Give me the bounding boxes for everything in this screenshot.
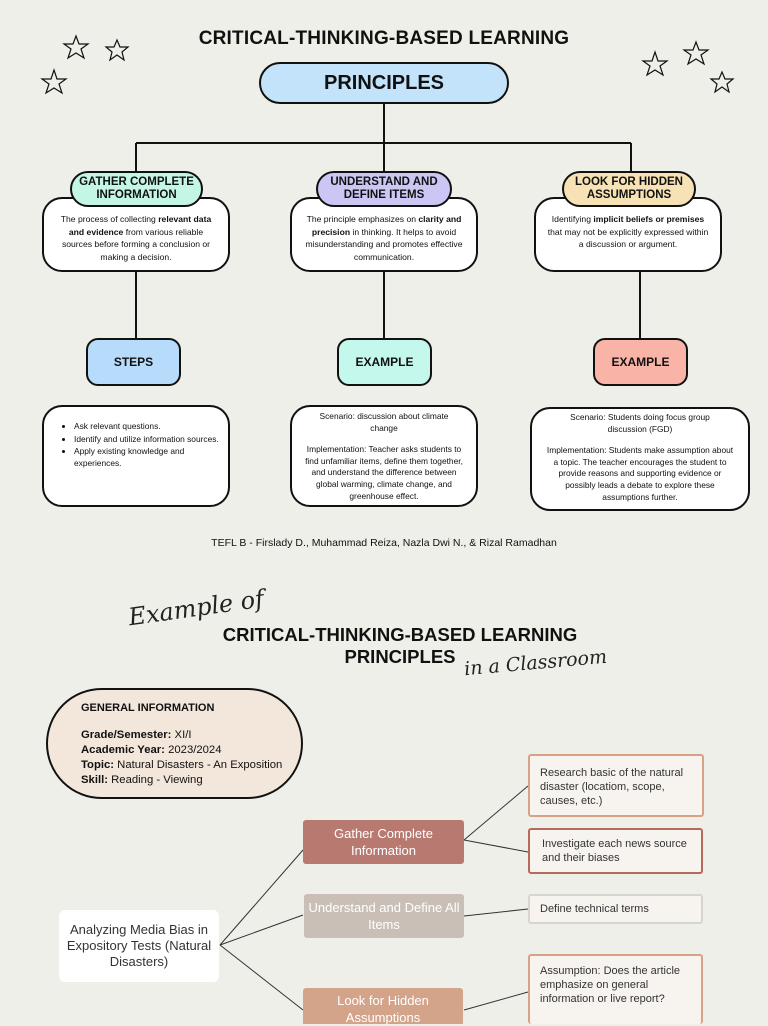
- principle-description-1: The process of collecting relevant data …: [42, 197, 230, 272]
- steps-list: Ask relevant questions. Identify and uti…: [44, 421, 228, 469]
- branch-understand: Understand and Define All Items: [304, 894, 464, 938]
- star-icon: [641, 50, 669, 77]
- leaf-research: Research basic of the natural disaster (…: [528, 754, 704, 817]
- scenario-text: Scenario: discussion about climate chang…: [319, 411, 449, 433]
- general-information-heading: GENERAL INFORMATION: [81, 702, 215, 714]
- leaf-define-terms: Define technical terms: [528, 894, 703, 924]
- star-icons: [40, 34, 735, 95]
- star-icon: [62, 34, 90, 60]
- leaf-investigate: Investigate each news source and their b…: [528, 828, 703, 874]
- example-title: CRITICAL-THINKING-BASED LEARNING PRINCIP…: [222, 624, 578, 667]
- star-icon: [104, 38, 130, 62]
- grade-row: Grade/Semester: XI/I: [81, 729, 192, 741]
- example-pill-2: EXAMPLE: [593, 338, 688, 386]
- principle-description-3: Identifying implicit beliefs or premises…: [534, 197, 722, 272]
- list-item: Ask relevant questions.: [74, 421, 228, 433]
- principles-pill: PRINCIPLES: [259, 62, 509, 104]
- steps-box: Ask relevant questions. Identify and uti…: [42, 405, 230, 507]
- credit-line: TEFL B - Firslady D., Muhammad Reiza, Na…: [211, 537, 557, 549]
- star-icon: [40, 68, 68, 95]
- year-row: Academic Year: 2023/2024: [81, 744, 222, 756]
- leaf-assumption: Assumption: Does the article emphasize o…: [528, 954, 703, 1024]
- implementation-text: Implementation: Teacher asks students to…: [305, 444, 463, 501]
- star-icon: [682, 40, 710, 66]
- scenario-text: Scenario: Students doing focus group dis…: [570, 412, 710, 434]
- mindmap-root: Analyzing Media Bias in Expository Tests…: [59, 910, 219, 982]
- principle-description-2: The principle emphasizes on clarity and …: [290, 197, 478, 272]
- list-item: Identify and utilize information sources…: [74, 434, 228, 446]
- example-pill-1: EXAMPLE: [337, 338, 432, 386]
- principle-head-understand: UNDERSTAND AND DEFINE ITEMS: [316, 171, 452, 207]
- general-information-card: GENERAL INFORMATION Grade/Semester: XI/I…: [46, 688, 303, 799]
- skill-row: Skill: Reading - Viewing: [81, 774, 203, 786]
- topic-row: Topic: Natural Disasters - An Exposition: [81, 759, 283, 771]
- branch-gather: Gather Complete Information: [303, 820, 464, 864]
- example-box-1: Scenario: discussion about climate chang…: [290, 405, 478, 507]
- star-icon: [709, 70, 735, 94]
- example-box-2: Scenario: Students doing focus group dis…: [530, 407, 750, 511]
- page-title: CRITICAL-THINKING-BASED LEARNING: [198, 28, 570, 49]
- principle-head-gather: GATHER COMPLETE INFORMATION: [70, 171, 203, 207]
- implementation-text: Implementation: Students make assumption…: [546, 445, 734, 502]
- principle-head-assumptions: LOOK FOR HIDDEN ASSUMPTIONS: [562, 171, 696, 207]
- steps-pill: STEPS: [86, 338, 181, 386]
- branch-assumptions: Look for Hidden Assumptions: [303, 988, 463, 1025]
- list-item: Apply existing knowledge and experiences…: [74, 446, 228, 469]
